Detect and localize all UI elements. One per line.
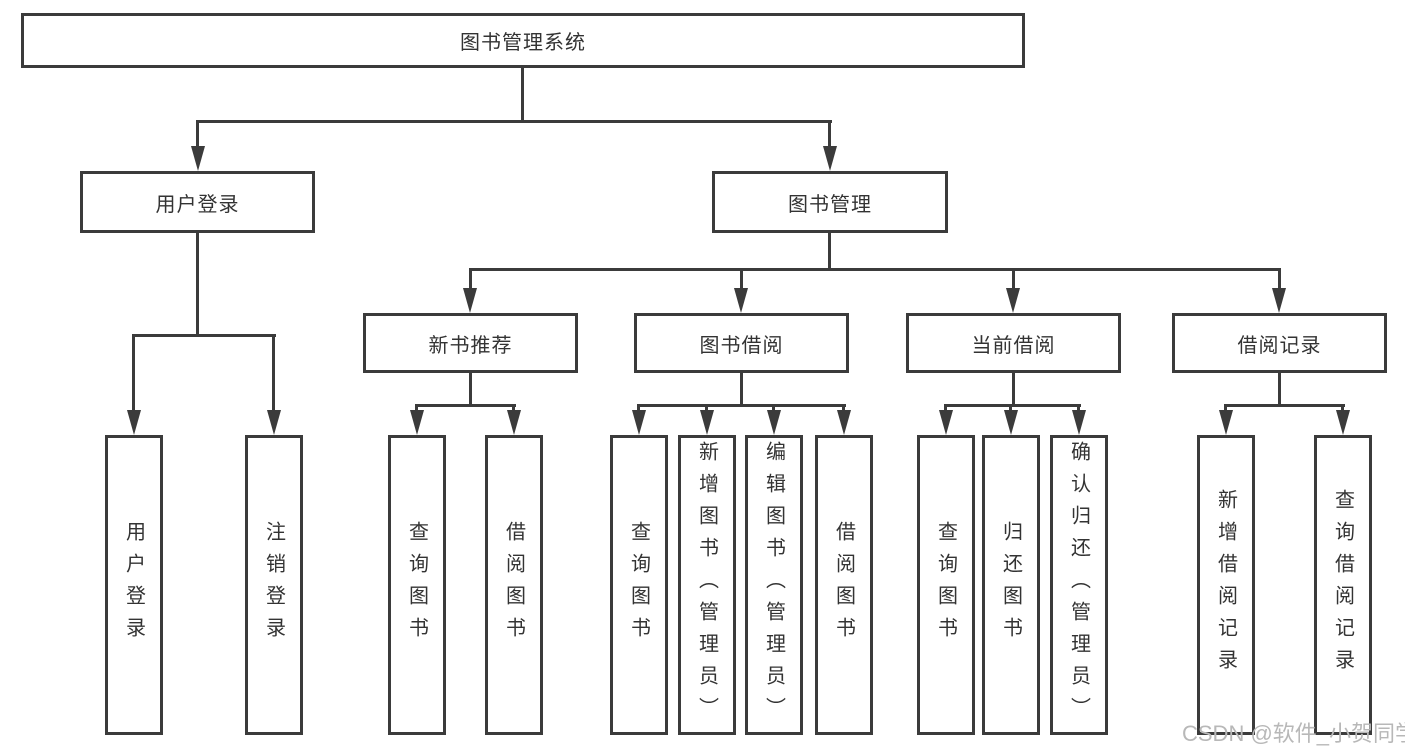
- connector-line: [828, 120, 831, 148]
- arrow-down-icon: [837, 410, 851, 435]
- node-label: 图书管理: [788, 193, 872, 216]
- arrow-down-icon: [191, 146, 205, 171]
- leaf-add-borrow-record: 新增借阅记录: [1197, 435, 1255, 735]
- connector-line: [1341, 404, 1344, 413]
- arrow-down-icon: [700, 410, 714, 435]
- node-label: 查询图书: [627, 521, 650, 649]
- connector-line: [705, 404, 708, 413]
- connector-line: [637, 404, 846, 407]
- node-label: 图书管理系统: [460, 32, 586, 54]
- arrow-down-icon: [1272, 288, 1286, 313]
- connector-line: [469, 268, 472, 291]
- connector-line: [944, 404, 947, 413]
- arrow-down-icon: [1004, 410, 1018, 435]
- connector-line: [469, 373, 472, 406]
- node-label: 查询图书: [405, 521, 428, 649]
- connector-line: [272, 334, 275, 412]
- connector-line: [740, 373, 743, 406]
- arrow-down-icon: [1072, 410, 1086, 435]
- arrow-down-icon: [267, 410, 281, 435]
- connector-line: [521, 67, 524, 122]
- connector-line: [740, 268, 743, 291]
- connector-line: [132, 334, 276, 337]
- connector-line: [828, 233, 831, 271]
- leaf-logout: 注销登录: [245, 435, 303, 735]
- leaf-query-books: 查询图书: [388, 435, 446, 735]
- node-label: 查询图书: [934, 521, 957, 649]
- connector-line: [1278, 373, 1281, 406]
- arrow-down-icon: [939, 410, 953, 435]
- node-label: 编辑图书（管理员）: [762, 441, 785, 729]
- connector-line: [415, 404, 418, 413]
- connector-line: [1278, 268, 1281, 291]
- leaf-add-book-admin: 新增图书（管理员）: [678, 435, 736, 735]
- node-label: 借阅记录: [1237, 334, 1322, 357]
- connector-line: [132, 334, 135, 412]
- connector-line: [944, 404, 1081, 407]
- connector-line: [1077, 404, 1080, 413]
- node-new-book-recommend: 新书推荐: [363, 313, 578, 373]
- leaf-query-borrow-record: 查询借阅记录: [1314, 435, 1372, 735]
- connector-line: [196, 120, 832, 123]
- leaf-confirm-return-admin: 确认归还（管理员）: [1050, 435, 1108, 735]
- node-book-borrow: 图书借阅: [634, 313, 849, 373]
- arrow-down-icon: [632, 410, 646, 435]
- arrow-down-icon: [410, 410, 424, 435]
- connector-line: [469, 268, 1281, 271]
- connector-line: [842, 404, 845, 413]
- node-label: 查询借阅记录: [1331, 489, 1354, 681]
- leaf-borrow-books: 借阅图书: [485, 435, 543, 735]
- leaf-user-login: 用户登录: [105, 435, 163, 735]
- connector-line: [196, 233, 199, 336]
- arrow-down-icon: [1006, 288, 1020, 313]
- node-label: 注销登录: [262, 521, 285, 649]
- connector-line: [772, 404, 775, 413]
- node-label: 用户登录: [122, 521, 145, 649]
- connector-line: [415, 404, 516, 407]
- arrow-down-icon: [734, 288, 748, 313]
- node-label: 新增图书（管理员）: [695, 441, 718, 729]
- node-current-borrow: 当前借阅: [906, 313, 1121, 373]
- leaf-borrow-books-2: 借阅图书: [815, 435, 873, 735]
- arrow-down-icon: [767, 410, 781, 435]
- connector-line: [637, 404, 640, 413]
- node-label: 借阅图书: [502, 521, 525, 649]
- node-label: 当前借阅: [971, 334, 1056, 357]
- connector-line: [1009, 404, 1012, 413]
- arrow-down-icon: [823, 146, 837, 171]
- connector-line: [1012, 373, 1015, 406]
- node-user-login: 用户登录: [80, 171, 315, 233]
- node-borrow-records: 借阅记录: [1172, 313, 1387, 373]
- connector-line: [1224, 404, 1227, 413]
- node-library-management-system: 图书管理系统: [21, 13, 1025, 68]
- leaf-query-books-3: 查询图书: [917, 435, 975, 735]
- leaf-return-book: 归还图书: [982, 435, 1040, 735]
- watermark: CSDN @软件_小贺同学: [1182, 721, 1405, 746]
- connector-line: [1224, 404, 1345, 407]
- node-label: 归还图书: [999, 521, 1022, 649]
- node-book-management: 图书管理: [712, 171, 948, 233]
- node-label: 图书借阅: [699, 334, 784, 357]
- node-label: 确认归还（管理员）: [1067, 441, 1090, 729]
- node-label: 新增借阅记录: [1214, 489, 1237, 681]
- arrow-down-icon: [507, 410, 521, 435]
- arrow-down-icon: [463, 288, 477, 313]
- node-label: 新书推荐: [428, 334, 513, 357]
- arrow-down-icon: [1219, 410, 1233, 435]
- leaf-edit-book-admin: 编辑图书（管理员）: [745, 435, 803, 735]
- connector-line: [1012, 268, 1015, 291]
- leaf-query-books-2: 查询图书: [610, 435, 668, 735]
- arrow-down-icon: [1336, 410, 1350, 435]
- arrow-down-icon: [127, 410, 141, 435]
- connector-line: [196, 120, 199, 148]
- node-label: 用户登录: [155, 193, 240, 216]
- node-label: 借阅图书: [832, 521, 855, 649]
- connector-line: [512, 404, 515, 413]
